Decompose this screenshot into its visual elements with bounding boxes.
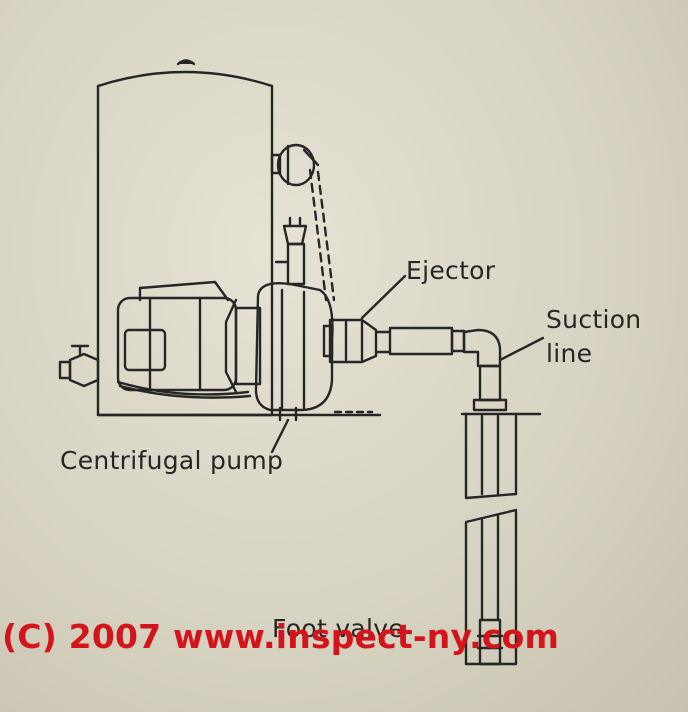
pressure-switch (270, 143, 336, 302)
vertical-suction-line (472, 364, 508, 412)
drain-valve (58, 344, 100, 388)
ejector-label: Ejector (406, 256, 496, 285)
suction-line-label-line1: Suction (546, 305, 642, 334)
foot-valve-label: Foot valve (272, 614, 405, 643)
centrifugal-pump-casing (224, 282, 334, 422)
copyright-watermark: (C) 2007 www.inspect-ny.com (2, 617, 560, 656)
well-casing (460, 412, 542, 666)
horizontal-suction-pipe (374, 326, 502, 368)
foot-valve (476, 618, 504, 666)
discharge-pipe (274, 216, 308, 286)
pressure-tank (96, 59, 382, 417)
leader-lines (270, 274, 545, 454)
centrifugal-pump-label: Centrifugal pump (60, 446, 284, 475)
suction-line-label-line2: line (546, 339, 593, 368)
ejector-housing (322, 318, 378, 364)
electric-motor (116, 280, 262, 399)
